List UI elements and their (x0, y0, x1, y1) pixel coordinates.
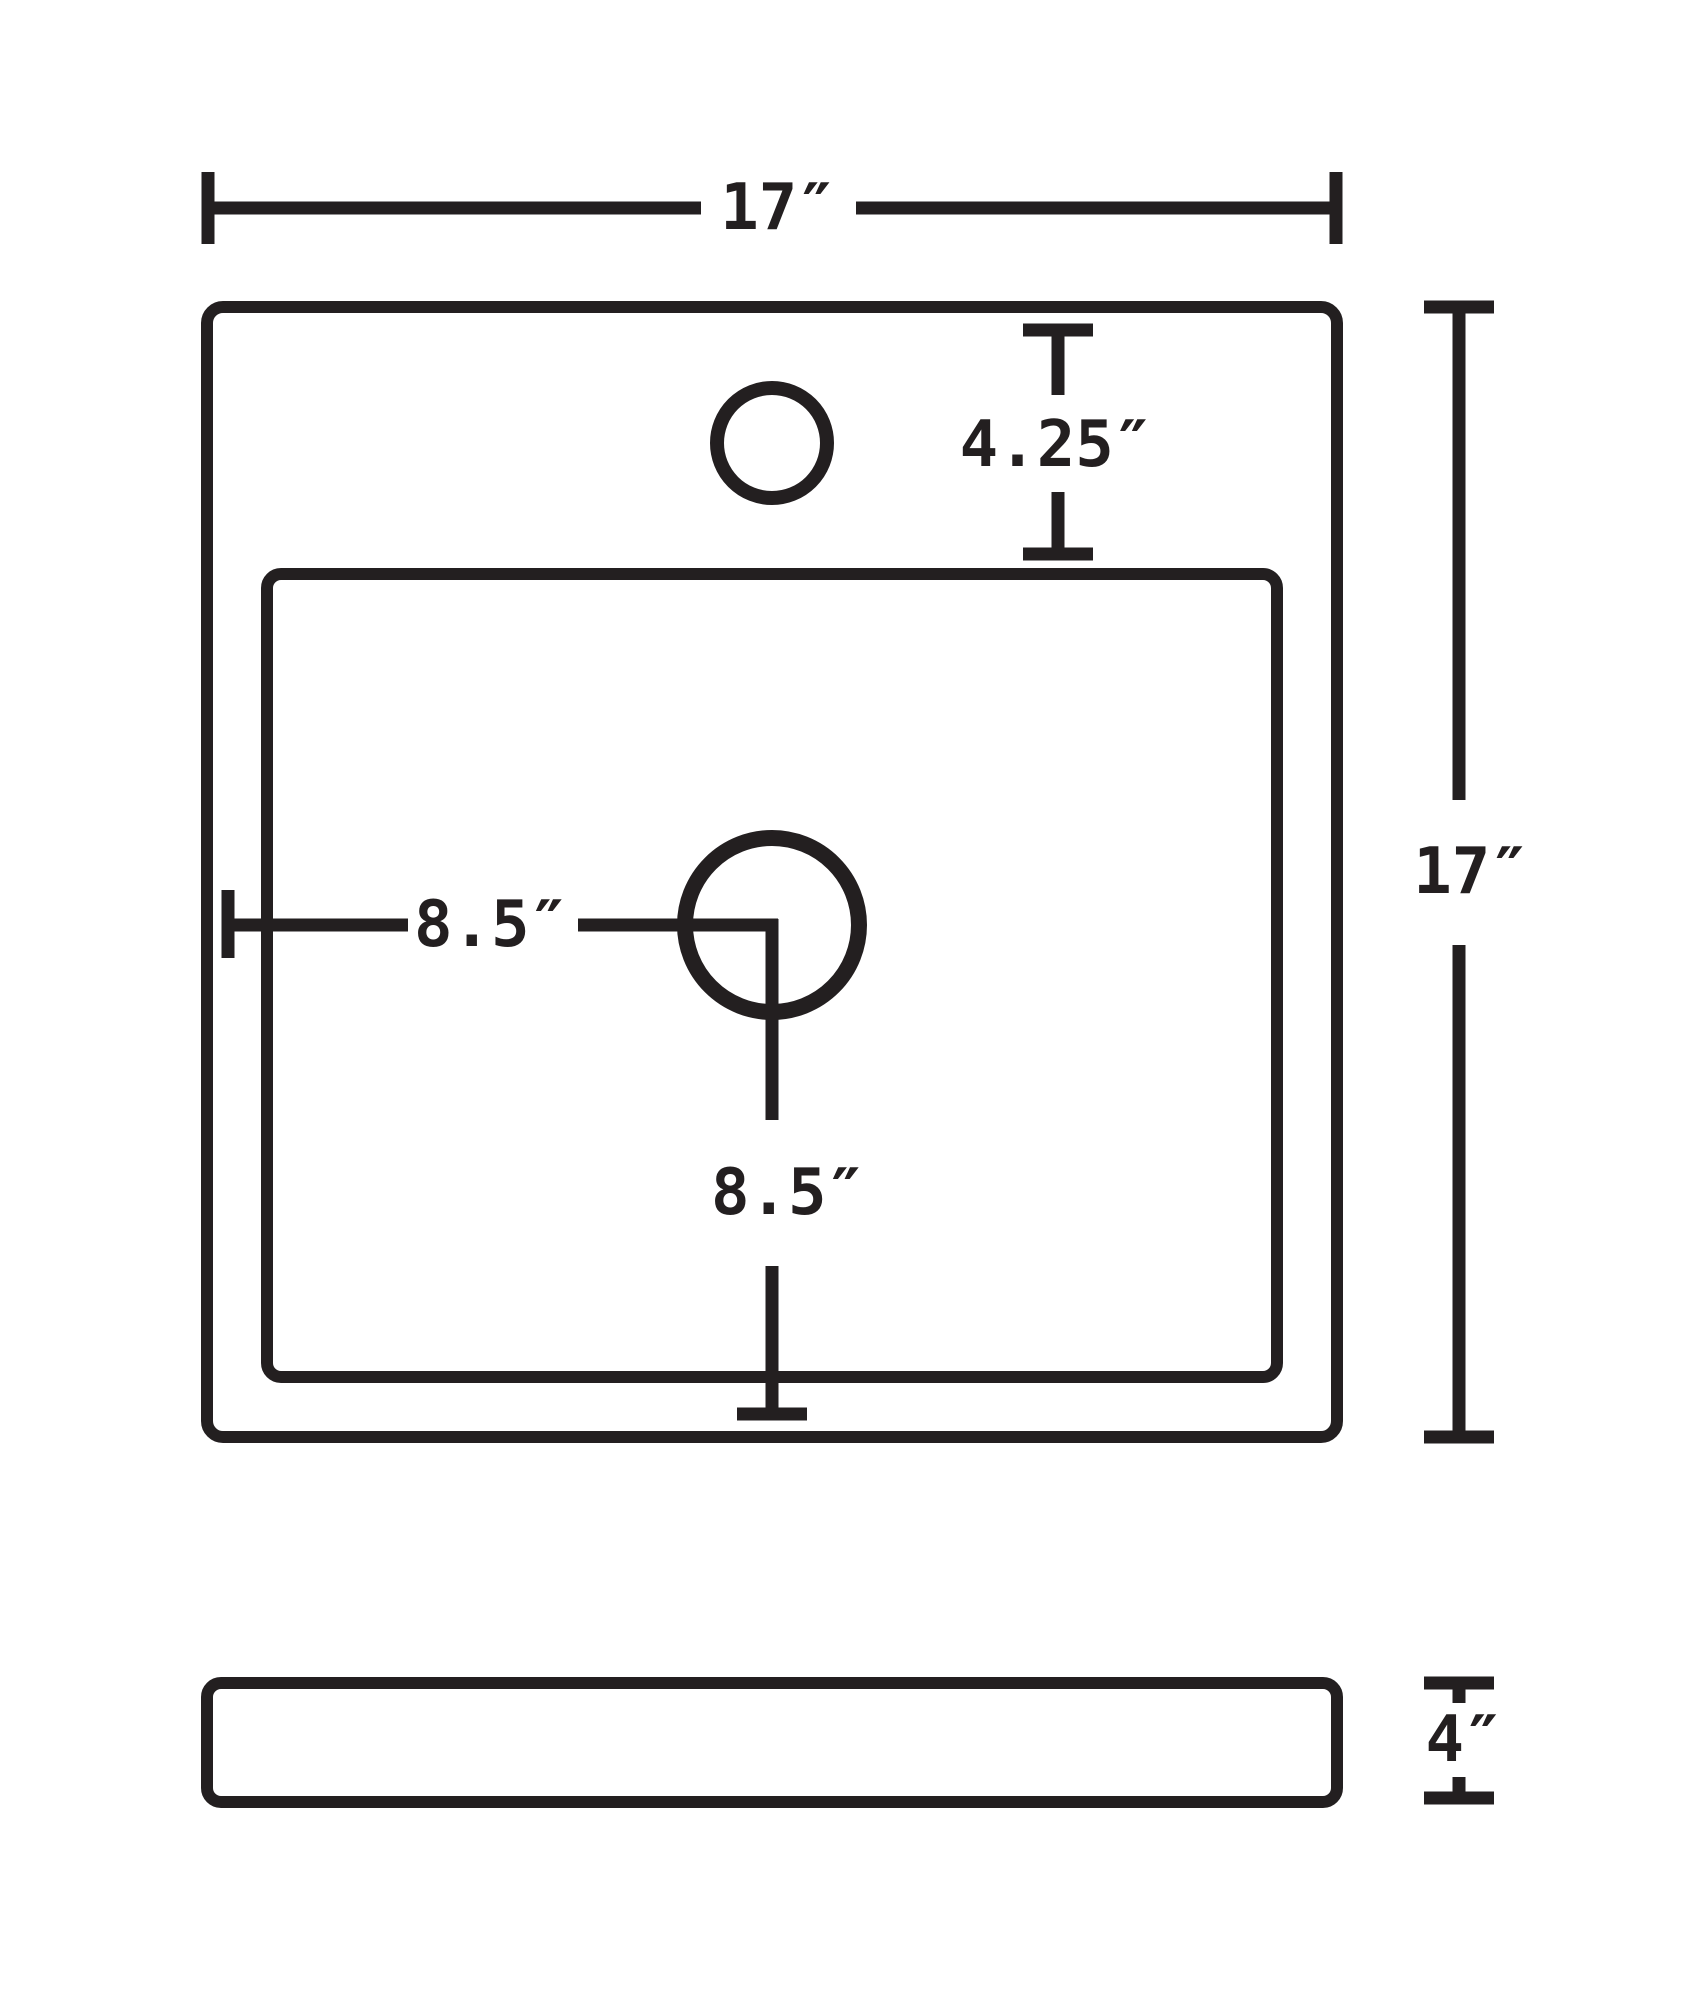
top-view: 17″ 17″ 4.25″ (201, 171, 1529, 1444)
dim-drain-vertical: 8.5″ (711, 919, 865, 1421)
dim-label-drain-from-bottom: 8.5″ (711, 1156, 865, 1230)
dim-label-faucet-offset: 4.25″ (960, 408, 1153, 482)
faucet-hole (710, 381, 834, 505)
dim-drain-horizontal: 8.5″ (221, 888, 778, 962)
dim-top-width: 17″ (201, 171, 1343, 245)
sink-outline (201, 301, 1343, 1443)
dim-label-side-height: 4″ (1425, 1703, 1502, 1777)
dim-label-right-height: 17″ (1413, 835, 1529, 909)
dim-right-height: 17″ (1413, 300, 1529, 1444)
side-profile-outline (201, 1677, 1343, 1808)
side-view: 4″ (201, 1676, 1503, 1808)
dim-label-top-width: 17″ (720, 171, 836, 245)
dim-label-drain-from-left: 8.5″ (414, 888, 568, 962)
dim-side-height: 4″ (1424, 1676, 1503, 1805)
dim-faucet-offset: 4.25″ (960, 323, 1153, 561)
